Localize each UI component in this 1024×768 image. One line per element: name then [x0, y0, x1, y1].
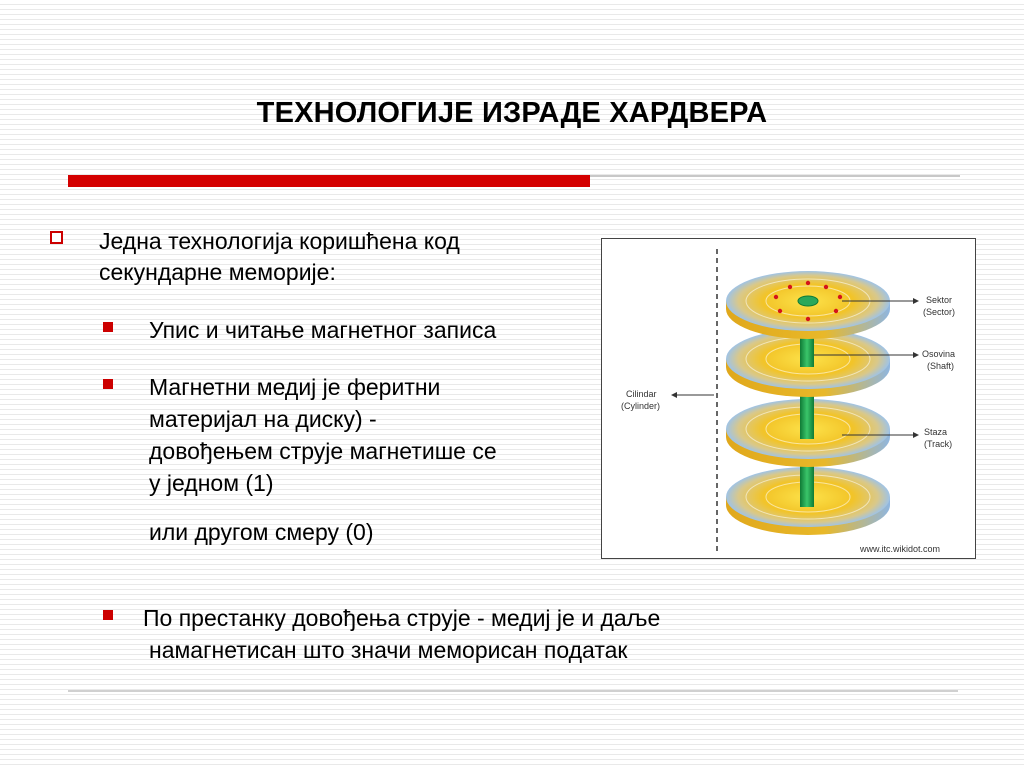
bottom-divider — [68, 690, 958, 692]
main-bullet-line1: Једна технологија коришћена код — [99, 228, 460, 254]
label-track: (Track) — [924, 439, 952, 449]
label-osovina: Osovina — [922, 349, 955, 359]
square-bullet-icon — [103, 322, 113, 332]
title-underline-gray — [590, 175, 960, 177]
sub-bullet-2-line4: у једном (1) — [149, 470, 274, 496]
title-underline-red — [68, 175, 590, 187]
figure-credit: www.itc.wikidot.com — [859, 544, 940, 554]
label-cilindar: Cilindar — [626, 389, 657, 399]
hollow-square-bullet-icon — [50, 231, 63, 244]
label-sektor: Sektor — [926, 295, 952, 305]
sector-dots — [773, 280, 843, 322]
square-bullet-icon — [103, 379, 113, 389]
hard-disk-diagram: Sektor (Sector) Osovina (Shaft) Staza (T… — [601, 238, 976, 559]
slide-title: ТЕХНОЛОГИЈЕ ИЗРАДЕ ХАРДВЕРА — [256, 97, 768, 129]
label-sector: (Sector) — [923, 307, 955, 317]
last-bullet-line2: намагнетисан што значи меморисан податак — [149, 637, 628, 663]
label-cylinder: (Cylinder) — [621, 401, 660, 411]
square-bullet-icon — [103, 610, 113, 620]
label-shaft: (Shaft) — [927, 361, 954, 371]
sub-bullet-2-line2: материјал на диску) - — [149, 406, 377, 432]
label-staza: Staza — [924, 427, 947, 437]
main-bullet-line2: секундарне меморије: — [99, 259, 336, 285]
sub-bullet-1-line1: Упис и читање магнетног записа — [149, 317, 497, 343]
sub-bullet-2-line3: довођењем струје магнетише се — [149, 438, 497, 464]
last-bullet-line1: По престанку довођења струје - медиј је … — [143, 605, 661, 631]
sub-bullet-2-continuation: или другом смеру (0) — [149, 519, 374, 545]
sub-bullet-2-line1: Магнетни медиј је феритни — [149, 374, 441, 400]
